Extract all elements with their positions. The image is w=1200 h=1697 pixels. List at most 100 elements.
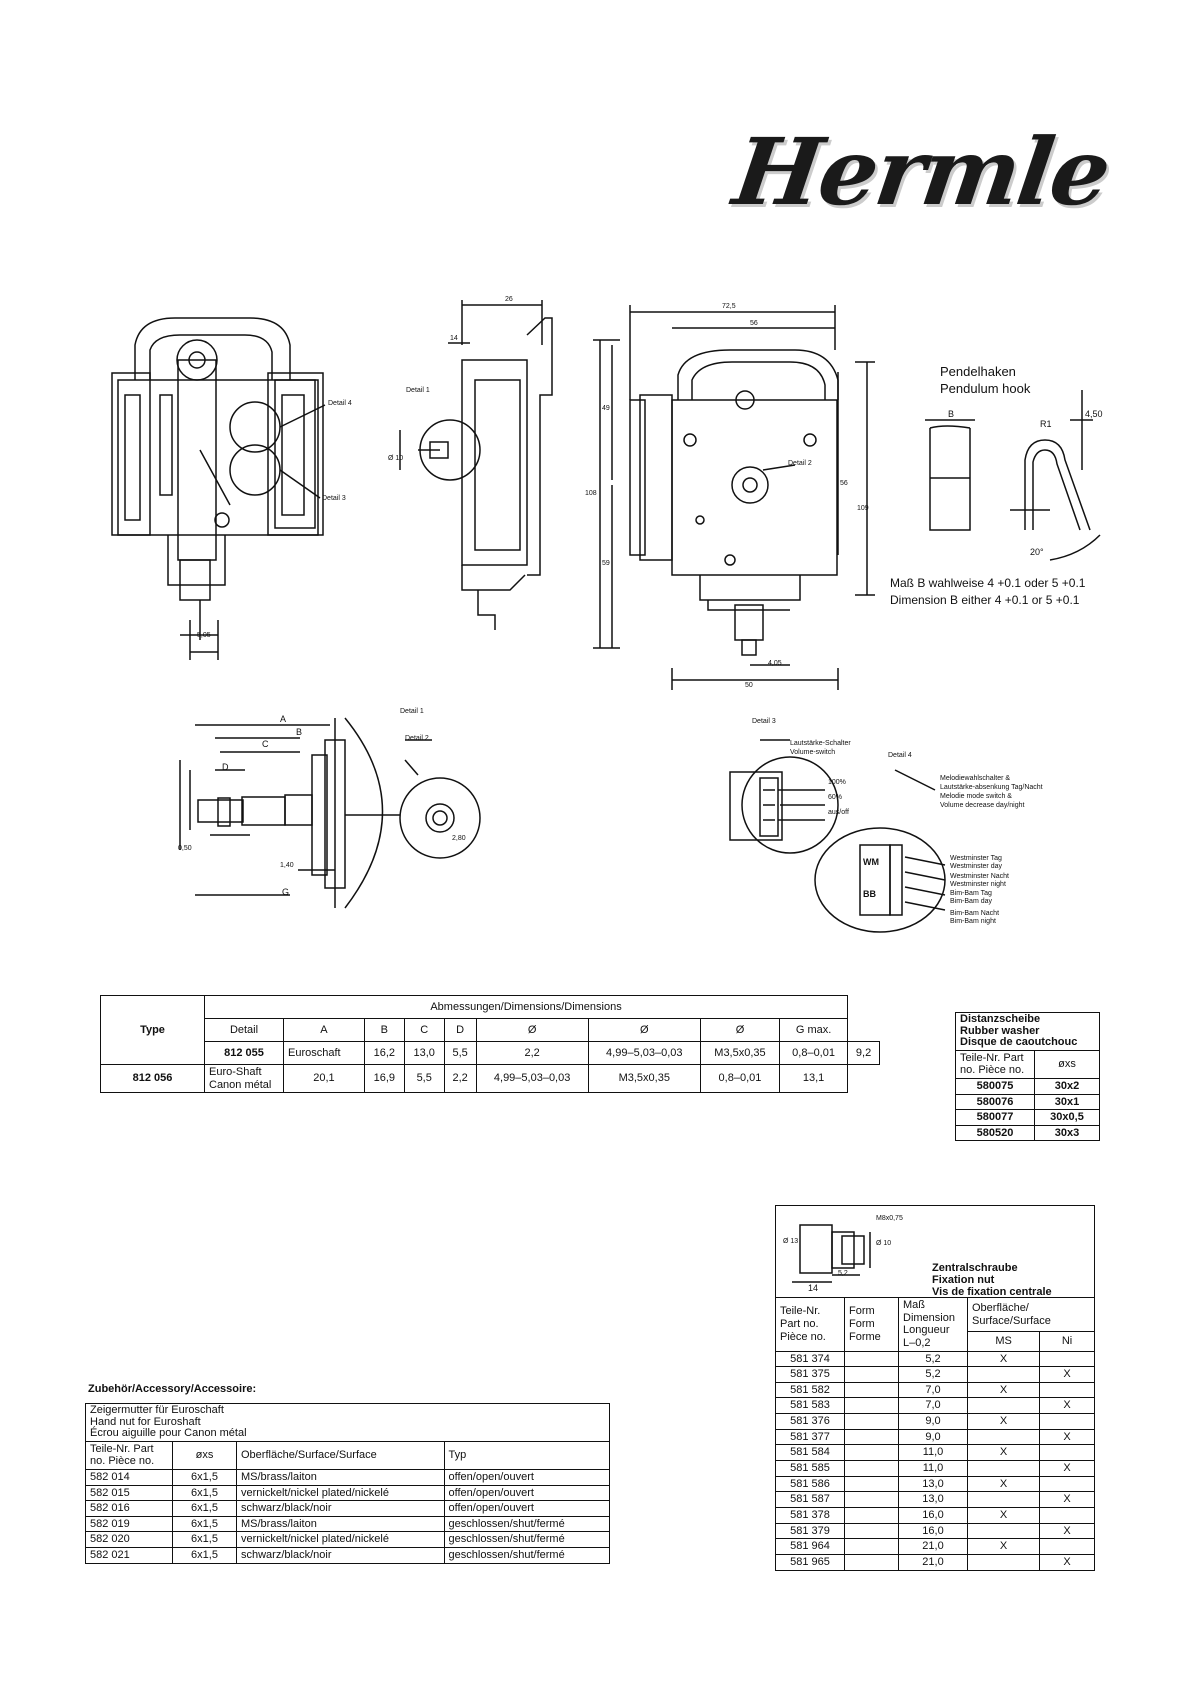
fixation-ni: X	[1039, 1428, 1095, 1446]
fixation-length: 13,0	[898, 1491, 968, 1508]
fixation-ms: X	[966, 1538, 1041, 1555]
detail-3-label: Detail 3	[322, 495, 346, 502]
dimension-56: 56	[750, 320, 758, 327]
accessory-part: 582 020	[85, 1531, 173, 1549]
accessory-size: 6x1,5	[172, 1484, 237, 1502]
fixation-ms	[966, 1553, 1041, 1571]
accessory-typ: geschlossen/shut/fermé	[443, 1547, 611, 1564]
row-d2: M3,5x0,35	[699, 1041, 781, 1065]
fixation-length: 5,2	[898, 1366, 968, 1383]
mass-b-note-en: Dimension B either 4 +0.1 or 5 +0.1	[890, 593, 1080, 607]
melody-line-3: Melodie mode switch &	[940, 793, 1012, 800]
dimension-109: 109	[857, 505, 869, 512]
detail-1-label: Detail 1	[400, 708, 424, 715]
row-a: 20,1	[283, 1063, 365, 1094]
melody-line-2: Lautstärke-absenkung Tag/Nacht	[940, 784, 1043, 791]
dimension-50: 50	[745, 682, 753, 689]
fixation-nut-table: Teile-Nr. Part no. Pièce no. Form Form F…	[775, 1296, 1095, 1571]
shaft-050-label: 0,50	[178, 845, 192, 852]
dimension-26: 26	[505, 296, 513, 303]
accessory-table: Zeigermutter für Euroschaft Hand nut for…	[85, 1403, 611, 1564]
accessory-surface: vernickelt/nickel plated/nickelé	[236, 1484, 445, 1502]
fixation-ni: X	[1039, 1460, 1095, 1477]
accessory-col-oxs: øxs	[172, 1440, 237, 1470]
fixation-col-ni: Ni	[1039, 1331, 1095, 1352]
volume-switch-en: Volume-switch	[790, 749, 836, 756]
shaft-c-label: C	[262, 739, 269, 749]
pendulum-r1-label: R1	[1040, 419, 1052, 429]
detail-1-label-side: Detail 1	[406, 387, 430, 394]
mass-b-note-de: Maß B wahlweise 4 +0.1 oder 5 +0.1	[890, 576, 1086, 590]
fixation-col-form: Form Form Forme	[844, 1297, 899, 1352]
shaft-g-label: G	[282, 887, 290, 897]
accessory-size: 6x1,5	[172, 1515, 237, 1533]
volume-off: aus/off	[828, 809, 849, 816]
fixation-ms: X	[966, 1444, 1041, 1462]
shaft-140-label: 1,40	[280, 862, 294, 869]
dimension-10: Ø 10	[388, 455, 404, 462]
washer-size: 30x3	[1034, 1124, 1100, 1142]
washer-table: Distanzscheibe Rubber washer Disque de c…	[955, 1012, 1100, 1142]
fixation-part: 581 375	[775, 1366, 845, 1383]
header-a: A	[283, 1018, 365, 1042]
fixation-ms	[966, 1428, 1041, 1446]
row-g: 9,2	[847, 1041, 880, 1065]
fixation-ms	[966, 1491, 1041, 1508]
westminster-night-en: Westminster night	[950, 881, 1006, 888]
switch-bb-label: BB	[863, 889, 876, 899]
accessory-title-fr: Écrou aiguille pour Canon métal	[90, 1427, 247, 1440]
row-d3: 0,8–0,01	[699, 1063, 781, 1094]
bimbam-night-en: Bim-Bam night	[950, 918, 996, 925]
accessory-typ: offen/open/ouvert	[443, 1500, 611, 1517]
fixation-part: 581 965	[775, 1553, 845, 1571]
fixation-ms: X	[966, 1350, 1041, 1368]
fixation-length: 11,0	[898, 1460, 968, 1477]
pendulum-b-label: B	[948, 409, 955, 419]
accessory-part: 582 014	[85, 1468, 173, 1486]
fixation-part: 581 585	[775, 1460, 845, 1477]
accessory-size: 6x1,5	[172, 1468, 237, 1486]
fixation-part: 581 582	[775, 1381, 845, 1399]
bimbam-day-en: Bim-Bam day	[950, 898, 993, 905]
dimensions-table: Type Abmessungen/Dimensions/Dimensions D…	[100, 995, 880, 1094]
fixation-length: 7,0	[898, 1397, 968, 1415]
row-d3: 0,8–0,01	[779, 1041, 849, 1065]
header-diameter-2: Ø	[587, 1018, 701, 1042]
movement-side-view	[399, 300, 553, 630]
washer-part: 580075	[955, 1077, 1035, 1095]
fixation-length: 16,0	[898, 1506, 968, 1524]
header-g-max: G max.	[779, 1018, 849, 1042]
fixation-ms	[966, 1397, 1041, 1415]
fixation-length: 11,0	[898, 1444, 968, 1462]
fixation-col-mass: Maß Dimension Longueur L–0,2	[898, 1297, 968, 1352]
fixation-title-en: Fixation nut	[932, 1274, 995, 1286]
melody-line-1: Melodiewahlschalter &	[940, 775, 1011, 782]
row-d1: 4,99–5,03–0,03	[587, 1041, 701, 1065]
shaft-d-label: D	[222, 762, 229, 772]
westminster-day-de: Westminster Tag	[950, 855, 1002, 862]
fixation-ni: X	[1039, 1553, 1095, 1571]
fixation-length: 9,0	[898, 1413, 968, 1430]
dimension-505: 5,05	[197, 632, 211, 639]
accessory-size: 6x1,5	[172, 1500, 237, 1517]
volume-switch-de: Lautstärke-Schalter	[790, 740, 851, 747]
fixation-col-ms: MS	[966, 1331, 1041, 1352]
header-c: C	[403, 1018, 445, 1042]
shaft-b-label: B	[296, 727, 303, 737]
fixation-dim-13: Ø 13	[783, 1238, 799, 1245]
washer-col-oxs: øxs	[1034, 1049, 1100, 1079]
washer-size: 30x0,5	[1034, 1109, 1100, 1126]
washer-part: 580076	[955, 1093, 1035, 1111]
fixation-ms: X	[966, 1413, 1041, 1430]
accessory-part: 582 019	[85, 1515, 173, 1533]
fixation-ms: X	[966, 1506, 1041, 1524]
volume-100: 100%	[828, 779, 846, 786]
accessory-size: 6x1,5	[172, 1531, 237, 1549]
row-type: 812 055	[204, 1041, 284, 1065]
fixation-ni	[1039, 1381, 1095, 1399]
fixation-length: 9,0	[898, 1428, 968, 1446]
shaft-280-label: 2,80	[452, 835, 466, 842]
accessory-title-en: Hand nut for Euroshaft	[90, 1415, 201, 1428]
washer-part: 580077	[955, 1109, 1035, 1126]
